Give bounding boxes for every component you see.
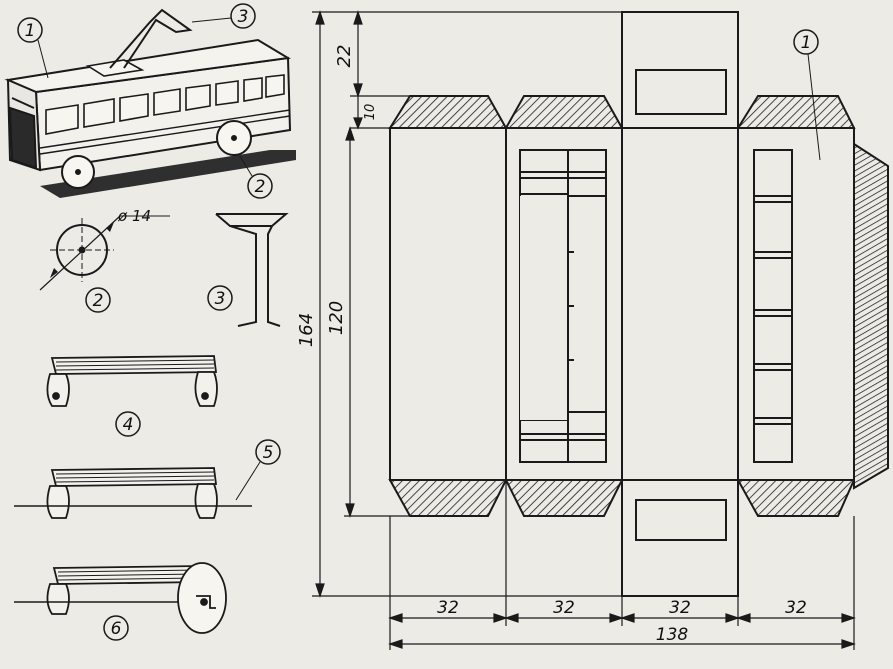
- dimension-lines: [312, 10, 856, 650]
- dim-panel-2: 32: [553, 598, 575, 618]
- bus-model: [4, 8, 296, 198]
- wheel-6: [177, 562, 227, 634]
- dim-roof-flap: 22: [334, 45, 355, 68]
- svg-text:3: 3: [238, 7, 249, 27]
- svg-text:4: 4: [123, 415, 134, 435]
- bus-windshield: [8, 106, 38, 170]
- dim-total-width: 138: [656, 625, 689, 645]
- trolley-pole-detail: [215, 213, 289, 327]
- dim-glue-flap: 10: [363, 104, 378, 121]
- axle-frame-4: [46, 355, 218, 407]
- dim-panel-1: 32: [437, 598, 459, 618]
- wheel-diameter-label: ø 14: [117, 207, 151, 225]
- axle-frame-6: [14, 562, 227, 634]
- svg-text:3: 3: [215, 289, 226, 309]
- svg-text:2: 2: [255, 177, 266, 197]
- dim-panel-3: 32: [669, 598, 691, 618]
- svg-text:2: 2: [93, 291, 104, 311]
- dim-side-height: 120: [326, 301, 347, 335]
- callout-wheel-model: 2: [239, 155, 273, 199]
- callout-net-body: 1: [793, 29, 821, 161]
- svg-text:5: 5: [263, 443, 274, 463]
- callout-trolley: 3: [191, 3, 256, 29]
- dim-panel-4: 32: [785, 598, 807, 618]
- net-windows: [519, 69, 793, 541]
- bus-windows: [45, 74, 285, 135]
- dim-total-height: 164: [296, 313, 317, 347]
- svg-text:6: 6: [111, 619, 122, 639]
- axle-frame-5: [14, 467, 252, 519]
- bus-shadow: [40, 150, 296, 198]
- glue-flaps: [388, 95, 889, 517]
- callout-axle-6: 6: [103, 615, 129, 641]
- trolley-base-plate: [85, 59, 145, 77]
- callout-wheel-detail: 2: [85, 287, 111, 313]
- svg-text:1: 1: [801, 33, 812, 53]
- trolley-pole: [109, 8, 193, 69]
- callout-body-model: 1: [17, 17, 49, 79]
- callout-axle-4: 4: [115, 411, 141, 437]
- callout-trolley-detail: 3: [207, 285, 233, 311]
- svg-text:1: 1: [25, 21, 36, 41]
- wheel-detail: [39, 215, 170, 291]
- callout-axle-5: 5: [235, 439, 281, 501]
